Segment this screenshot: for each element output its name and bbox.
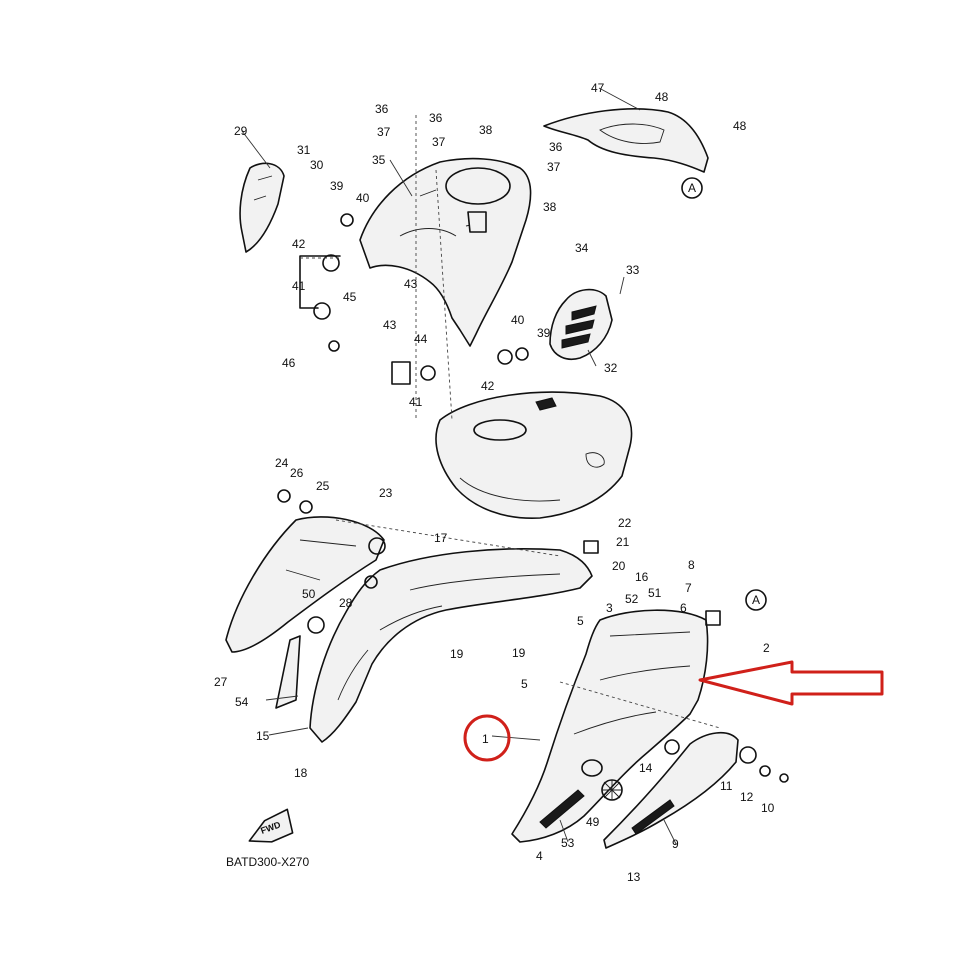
callout-13: 13 — [627, 870, 641, 884]
callout-25: 25 — [316, 479, 330, 493]
part-47-side-panel — [543, 108, 709, 173]
callout-18: 18 — [294, 766, 308, 780]
forward-direction-indicator: FWD — [248, 808, 294, 843]
callout-40: 40 — [356, 191, 370, 205]
callout-11: 11 — [720, 779, 733, 793]
callout-38: 38 — [543, 200, 557, 214]
highlight-arrow — [698, 660, 884, 706]
callout-16: 16 — [635, 570, 649, 584]
part-53-strip — [539, 789, 585, 829]
callout-37: 37 — [377, 125, 391, 139]
callout-44: 44 — [414, 332, 428, 346]
part-9-lower-panel — [603, 732, 739, 849]
callout-4: 4 — [536, 849, 543, 863]
callout-21: 21 — [616, 535, 630, 549]
callout-12: 12 — [740, 790, 754, 804]
callout-31: 31 — [297, 143, 311, 157]
callout-19: 19 — [512, 646, 526, 660]
callout-36: 36 — [549, 140, 563, 154]
callout-48: 48 — [655, 90, 669, 104]
callout-27: 27 — [214, 675, 228, 689]
callout-14: 14 — [639, 761, 653, 775]
callout-36: 36 — [375, 102, 389, 116]
callout-5: 5 — [521, 677, 528, 691]
callout-1: 1 — [482, 732, 489, 746]
callout-49: 49 — [586, 815, 600, 829]
callout-51: 51 — [648, 586, 662, 600]
part-29-bracket — [239, 162, 285, 253]
callout-41: 41 — [292, 279, 306, 293]
callout-54: 54 — [235, 695, 249, 709]
callout-26: 26 — [290, 466, 304, 480]
part-15-left-cover — [309, 548, 593, 743]
callout-45: 45 — [343, 290, 357, 304]
callout-40: 40 — [511, 313, 525, 327]
callout-8: 8 — [688, 558, 695, 572]
callout-47: 47 — [591, 81, 605, 95]
reference-marker-a-label: A — [752, 593, 760, 607]
callout-20: 20 — [612, 559, 626, 573]
reference-code: BATD300-X270 — [226, 855, 309, 869]
callout-29: 29 — [234, 124, 248, 138]
reference-marker-a-upper — [681, 177, 703, 199]
callout-32: 32 — [604, 361, 618, 375]
part-49-grille — [601, 779, 623, 801]
callout-43: 43 — [383, 318, 397, 332]
callout-2: 2 — [763, 641, 770, 655]
callout-46: 46 — [282, 356, 296, 370]
fasteners — [277, 213, 789, 783]
callout-42: 42 — [292, 237, 306, 251]
leader-lines — [241, 87, 677, 845]
callout-9: 9 — [672, 837, 679, 851]
callout-39: 39 — [537, 326, 551, 340]
callout-35: 35 — [372, 153, 386, 167]
callout-22: 22 — [618, 516, 632, 530]
callout-41: 41 — [409, 395, 423, 409]
callout-52: 52 — [625, 592, 639, 606]
callout-50: 50 — [302, 587, 316, 601]
callout-24: 24 — [275, 456, 289, 470]
callout-5: 5 — [577, 614, 584, 628]
callout-33: 33 — [626, 263, 640, 277]
highlight-circle — [463, 714, 511, 762]
callout-48: 48 — [733, 119, 747, 133]
callout-labels: 36 37 36 37 38 47 48 48 29 31 30 35 36 3… — [214, 81, 775, 884]
callout-39: 39 — [330, 179, 344, 193]
reference-marker-a-label: A — [688, 181, 696, 195]
callout-10: 10 — [761, 801, 775, 815]
part-1-side-cover — [511, 609, 709, 843]
callout-15: 15 — [256, 729, 270, 743]
callout-36: 36 — [429, 111, 443, 125]
callout-19: 19 — [450, 647, 464, 661]
callout-37: 37 — [547, 160, 561, 174]
part-32-duct — [549, 288, 613, 360]
callout-30: 30 — [310, 158, 324, 172]
callout-38: 38 — [479, 123, 493, 137]
assembly-lines — [300, 115, 721, 729]
part-54-panel — [275, 635, 301, 709]
reference-marker-a-lower — [745, 589, 767, 611]
fuel-tank — [435, 391, 633, 519]
callout-28: 28 — [339, 596, 353, 610]
callout-6: 6 — [680, 601, 687, 615]
callout-17: 17 — [434, 531, 448, 545]
callout-34: 34 — [575, 241, 589, 255]
callout-37: 37 — [432, 135, 446, 149]
callout-3: 3 — [606, 601, 613, 615]
callout-7: 7 — [685, 581, 692, 595]
part-23-left-cowl — [225, 516, 386, 653]
callout-53: 53 — [561, 836, 575, 850]
part-35-upper-cover — [359, 157, 532, 347]
callout-23: 23 — [379, 486, 393, 500]
callout-42: 42 — [481, 379, 495, 393]
callout-43: 43 — [404, 277, 418, 291]
